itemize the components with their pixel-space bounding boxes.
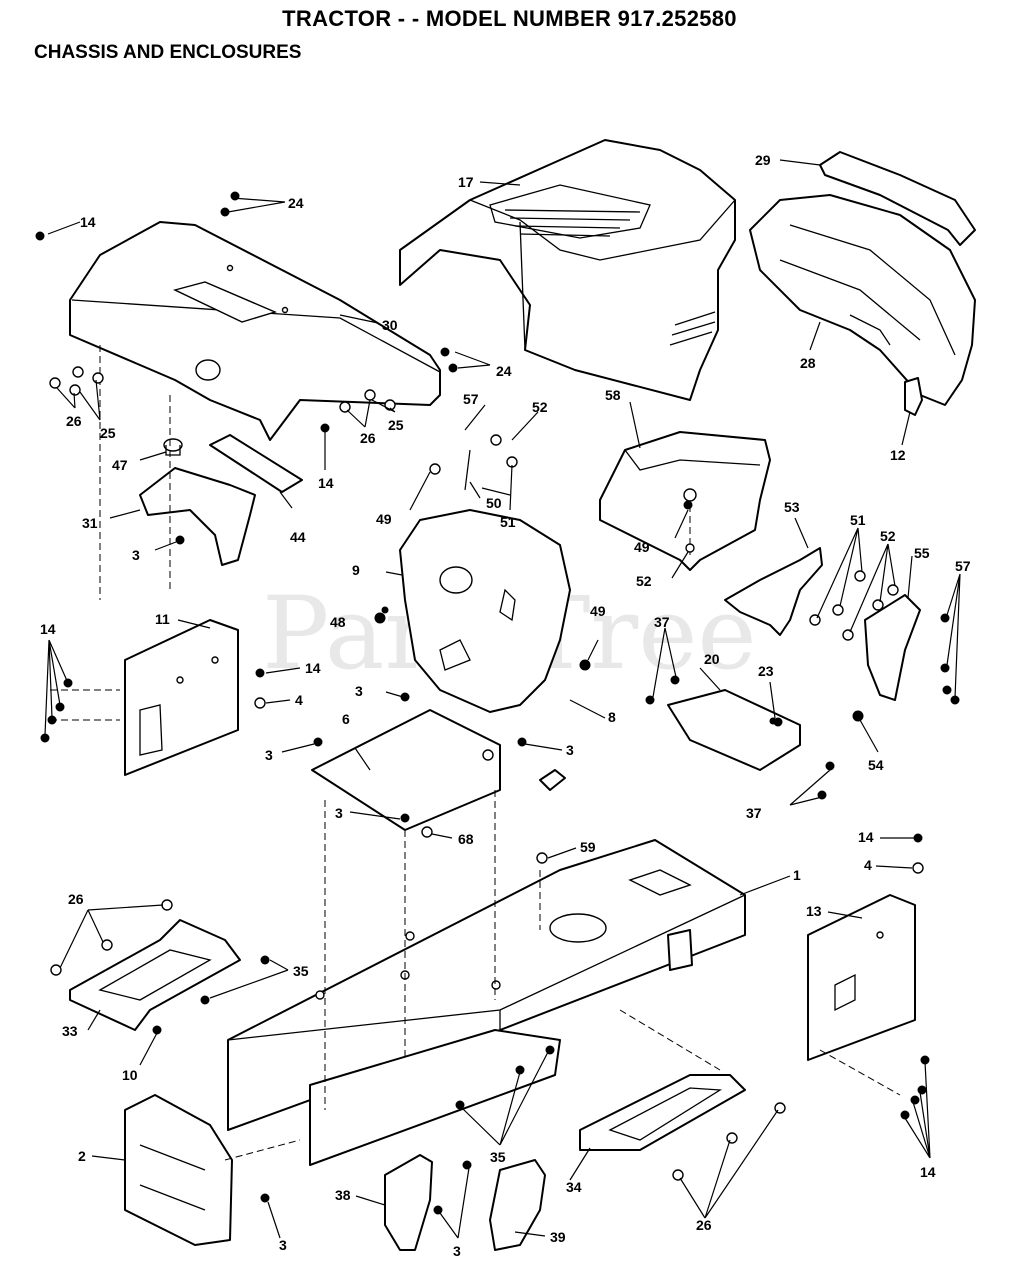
callout-14: 14 xyxy=(920,1164,936,1180)
fasteners xyxy=(35,191,960,1215)
callout-25: 25 xyxy=(388,417,404,433)
part-31-steering-support xyxy=(139,438,256,566)
callout-52: 52 xyxy=(636,573,652,589)
callout-3: 3 xyxy=(566,742,574,758)
part-30-dash-panel xyxy=(69,221,441,441)
part-28-grille-housing xyxy=(749,194,976,406)
callout-6: 6 xyxy=(342,711,350,727)
callout-26: 26 xyxy=(696,1217,712,1233)
callout-26: 26 xyxy=(68,891,84,907)
callout-3: 3 xyxy=(355,683,363,699)
callout-49: 49 xyxy=(376,511,392,527)
callout-8: 8 xyxy=(608,709,616,725)
callout-14: 14 xyxy=(858,829,874,845)
callout-11: 11 xyxy=(155,611,170,627)
callout-3: 3 xyxy=(132,547,140,563)
callout-44: 44 xyxy=(290,529,306,545)
part-55-bracket xyxy=(864,594,921,701)
callout-31: 31 xyxy=(82,515,98,531)
part-12-bracket xyxy=(904,377,923,416)
callout-numbers: 14 24 17 29 30 24 28 25 26 26 25 14 47 3… xyxy=(40,152,971,1259)
part-9-dash-housing xyxy=(399,509,571,713)
callout-9: 9 xyxy=(352,562,360,578)
callout-57: 57 xyxy=(955,558,971,574)
callout-2: 2 xyxy=(78,1148,86,1164)
part-11-left-panel xyxy=(124,619,239,776)
callout-52: 52 xyxy=(532,399,548,415)
callout-14: 14 xyxy=(305,660,321,676)
callout-35: 35 xyxy=(490,1149,506,1165)
callout-17: 17 xyxy=(458,174,474,190)
callout-4: 4 xyxy=(864,857,872,873)
callout-29: 29 xyxy=(755,152,771,168)
callout-55: 55 xyxy=(914,545,930,561)
callout-14: 14 xyxy=(318,475,334,491)
callout-58: 58 xyxy=(605,387,621,403)
part-34-right-footrest xyxy=(579,1074,746,1151)
callout-39: 39 xyxy=(550,1229,566,1245)
callout-38: 38 xyxy=(335,1187,351,1203)
part-6-floor-plate xyxy=(311,709,501,831)
callout-50: 50 xyxy=(486,495,502,511)
part-33-left-footrest xyxy=(69,919,241,1031)
callout-24: 24 xyxy=(496,363,512,379)
callout-3: 3 xyxy=(453,1243,461,1259)
callout-3: 3 xyxy=(279,1237,287,1253)
part-53-bracket xyxy=(724,547,823,636)
callout-12: 12 xyxy=(890,447,906,463)
callout-52: 52 xyxy=(880,528,896,544)
callout-28: 28 xyxy=(800,355,816,371)
part-13-right-panel xyxy=(807,894,916,1061)
callout-51: 51 xyxy=(500,514,516,530)
callout-34: 34 xyxy=(566,1179,582,1195)
callout-57: 57 xyxy=(463,391,479,407)
callout-3: 3 xyxy=(265,747,273,763)
callout-35: 35 xyxy=(293,963,309,979)
callout-68: 68 xyxy=(458,831,474,847)
callout-49: 49 xyxy=(590,603,606,619)
page-title: TRACTOR - - MODEL NUMBER 917.252580 xyxy=(282,6,737,31)
callout-14: 14 xyxy=(40,621,56,637)
callout-14: 14 xyxy=(80,214,96,230)
part-20-mount-plate xyxy=(667,689,801,771)
callout-13: 13 xyxy=(806,903,822,919)
callout-48: 48 xyxy=(330,614,346,630)
callout-54: 54 xyxy=(868,757,884,773)
hood-grille-slots xyxy=(489,184,716,346)
part-39-bracket xyxy=(489,1159,546,1251)
callout-47: 47 xyxy=(112,457,128,473)
callout-25: 25 xyxy=(100,425,116,441)
part-44-plate xyxy=(209,434,303,493)
callout-37: 37 xyxy=(654,614,670,630)
callout-20: 20 xyxy=(704,651,720,667)
callout-24: 24 xyxy=(288,195,304,211)
callout-3: 3 xyxy=(335,805,343,821)
callout-1: 1 xyxy=(793,867,801,883)
part-58-shield xyxy=(599,431,771,571)
assembly-guide-lines xyxy=(50,345,901,1161)
page-subtitle: CHASSIS AND ENCLOSURES xyxy=(34,42,302,63)
callout-26: 26 xyxy=(360,430,376,446)
callout-59: 59 xyxy=(580,839,596,855)
callout-53: 53 xyxy=(784,499,800,515)
callout-33: 33 xyxy=(62,1023,78,1039)
part-38-bracket xyxy=(384,1154,433,1251)
part-1-frame xyxy=(227,839,746,1166)
callout-26: 26 xyxy=(66,413,82,429)
callout-51: 51 xyxy=(850,512,866,528)
callout-10: 10 xyxy=(122,1067,138,1083)
part-29-trim xyxy=(819,151,976,246)
callout-37: 37 xyxy=(746,805,762,821)
part-17-hood xyxy=(399,139,736,401)
callout-leaders xyxy=(44,159,961,1239)
callout-23: 23 xyxy=(758,663,774,679)
callout-49: 49 xyxy=(634,539,650,555)
callout-30: 30 xyxy=(382,317,398,333)
part-2-bracket xyxy=(124,1094,233,1246)
callout-4: 4 xyxy=(295,692,303,708)
